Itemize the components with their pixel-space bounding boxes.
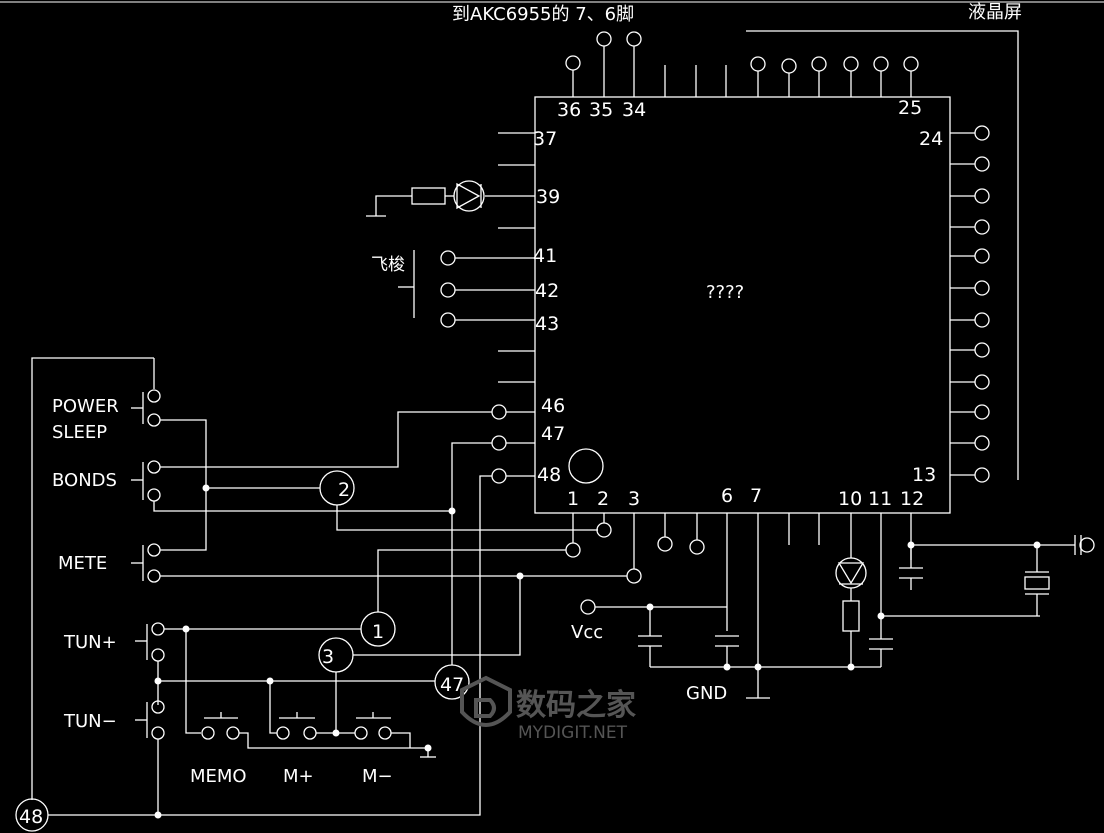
watermark: 数码之家 MYDIGIT.NET	[460, 675, 636, 743]
left-pins	[498, 132, 535, 383]
pin-35: 35	[589, 99, 613, 121]
pin-10: 10	[838, 488, 862, 510]
tun-minus-label: TUN−	[63, 711, 117, 732]
right-pins	[950, 125, 990, 483]
top-pins-lcd	[750, 56, 919, 97]
ic-body	[534, 96, 951, 514]
bonds-label: BONDS	[52, 470, 117, 491]
connector-47: 47	[440, 674, 464, 696]
pin-25: 25	[898, 97, 922, 119]
button-matrix	[15, 357, 627, 832]
fly-shuttle-pins	[398, 250, 535, 328]
pin-46: 46	[541, 395, 565, 417]
connector-1: 1	[372, 621, 384, 643]
top-pins-left	[565, 31, 727, 97]
memo-label: MEMO	[190, 766, 247, 787]
pin-7: 7	[750, 485, 762, 507]
pins-46-48	[491, 404, 604, 484]
watermark-logo-icon	[460, 675, 512, 727]
tun-plus-label: TUN+	[63, 632, 117, 653]
lcd-bracket	[746, 30, 1019, 480]
watermark-cn: 数码之家	[516, 688, 636, 723]
connector-3: 3	[322, 646, 334, 668]
akc-note-label: 到AKC6955的 7、6脚	[452, 4, 634, 25]
connector-2: 2	[338, 479, 350, 501]
pin-24: 24	[919, 128, 943, 150]
fly-shuttle-label: 飞梭	[371, 255, 405, 275]
connector-48: 48	[19, 806, 43, 828]
pin-48: 48	[537, 464, 561, 486]
bottom-pins	[565, 513, 912, 667]
power-section	[580, 535, 1095, 699]
pin-3: 3	[628, 488, 640, 510]
pin-37: 37	[533, 128, 557, 150]
m-minus-label: M−	[362, 766, 393, 787]
pin-13: 13	[912, 464, 936, 486]
mete-label: METE	[58, 553, 107, 574]
pin-11: 11	[868, 488, 892, 510]
pin-1: 1	[567, 488, 579, 510]
pin-6: 6	[721, 485, 733, 507]
pin-39: 39	[536, 186, 560, 208]
sleep-label: SLEEP	[52, 422, 107, 443]
junctions	[154, 484, 1041, 819]
vcc-label: Vcc	[571, 622, 603, 643]
pin-2: 2	[597, 488, 609, 510]
pin-34: 34	[622, 99, 646, 121]
power-label: POWER	[52, 396, 119, 417]
pin-41: 41	[533, 245, 557, 267]
lcd-label: 液晶屏	[968, 2, 1022, 23]
pin-47: 47	[541, 423, 565, 445]
pin-12: 12	[900, 488, 924, 510]
pin-43: 43	[535, 313, 559, 335]
m-plus-label: M+	[283, 766, 314, 787]
pin39-led-circuit	[366, 180, 535, 217]
watermark-en: MYDIGIT.NET	[518, 723, 628, 743]
chip-label: ????	[706, 282, 744, 303]
pin-42: 42	[535, 280, 559, 302]
pin-36: 36	[557, 99, 581, 121]
gnd-label: GND	[686, 683, 727, 704]
